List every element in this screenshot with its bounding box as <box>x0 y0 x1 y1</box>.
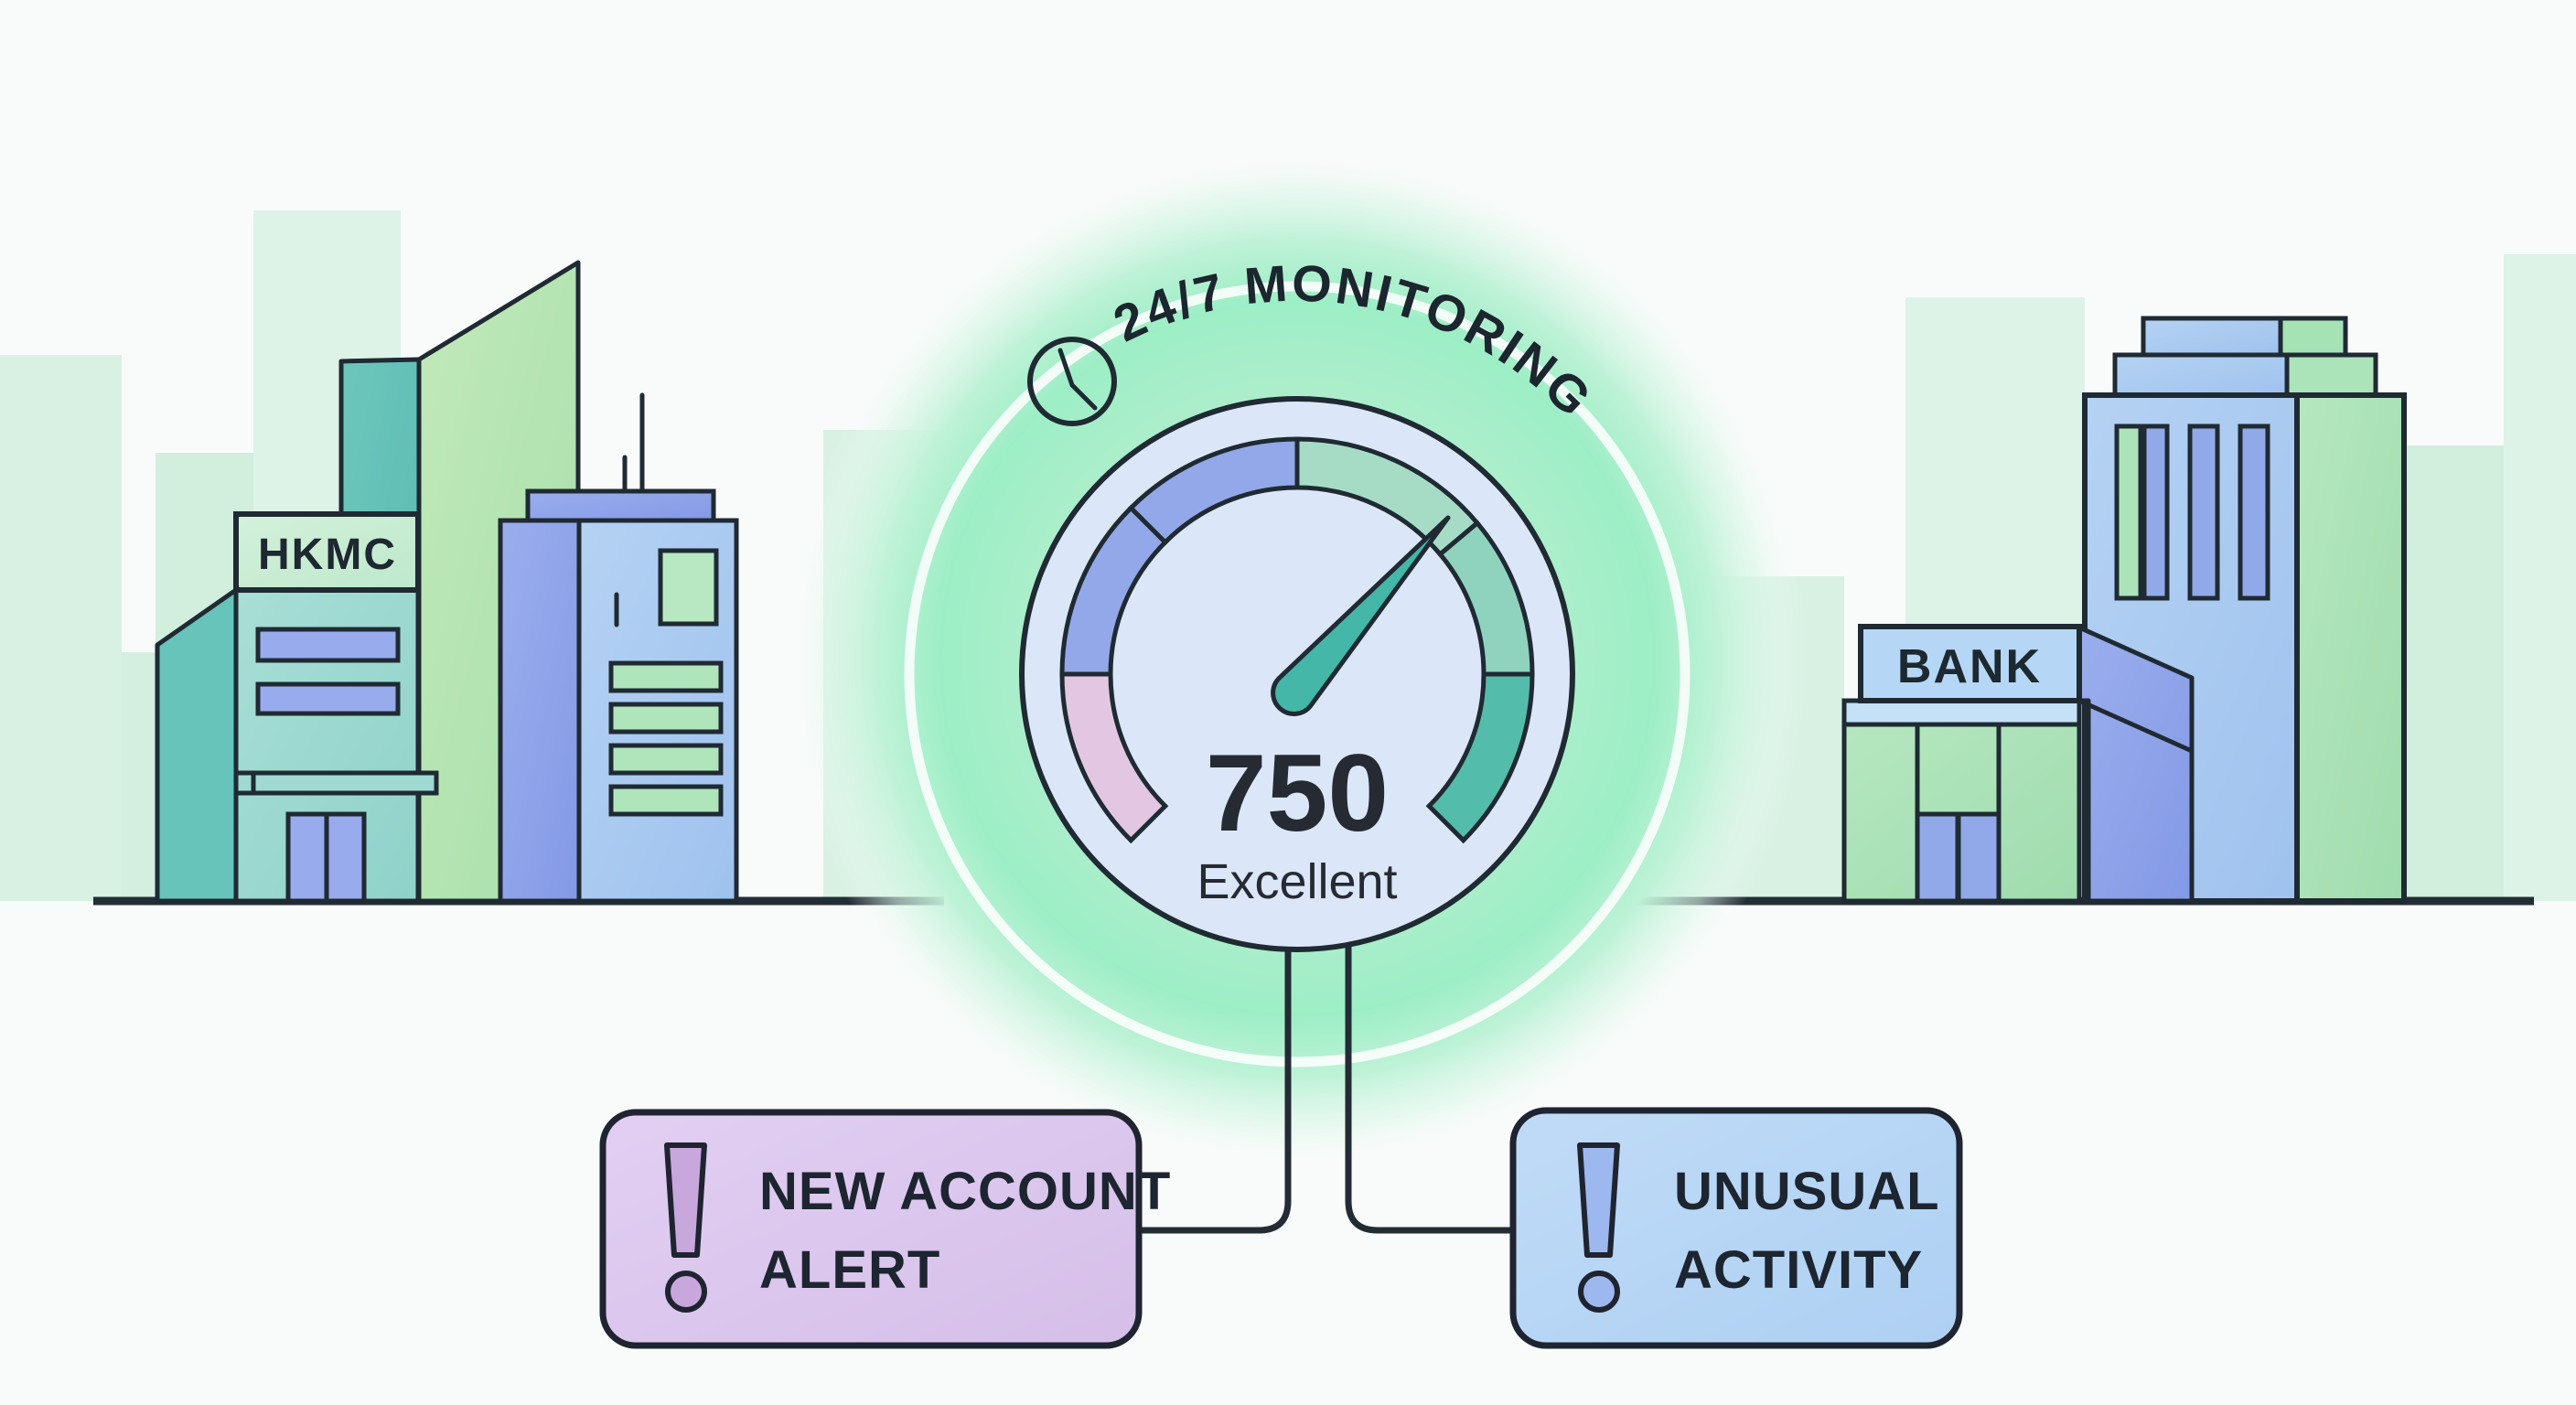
left-building-cluster: HKMC <box>155 260 739 904</box>
unusual-activity-alert-panel <box>1509 1107 1963 1349</box>
hkmc-building: HKMC <box>155 511 439 904</box>
alert-text-line2: ALERT <box>759 1240 940 1300</box>
hkmc-sign-label: HKMC <box>258 531 397 579</box>
tower-window-bar <box>608 660 724 693</box>
gauge-needle <box>1271 515 1451 716</box>
right-building-cluster: BANK <box>1841 316 2407 904</box>
blue-office-tower <box>498 392 739 904</box>
hkmc-window-bar <box>255 681 401 716</box>
exclamation-dot <box>1578 1271 1620 1313</box>
gauge-rating: Excellent <box>1197 854 1397 909</box>
connector-left <box>1139 938 1292 1234</box>
bank-branch-building: BANK <box>1841 624 2082 904</box>
connector-right <box>1345 938 1513 1234</box>
hkmc-window-bar <box>255 627 401 663</box>
tower-left-face <box>498 518 582 904</box>
new-account-alert-box: NEW ACCOUNT ALERT <box>599 1109 1171 1349</box>
clock-face <box>1027 337 1117 426</box>
hkmc-sign <box>233 511 421 593</box>
clock-hour-hand <box>1069 382 1098 411</box>
bank-awning-wing <box>2077 625 2195 904</box>
alert-text-line1: UNUSUAL <box>1674 1162 1940 1221</box>
tower-top-block-blue <box>2141 316 2283 358</box>
unusual-activity-alert-box: UNUSUAL ACTIVITY <box>1509 1107 1963 1349</box>
gauge-score: 750 <box>1206 732 1389 854</box>
tower-side-face <box>2294 392 2407 904</box>
skyline-block <box>122 652 156 901</box>
credit-score-gauge: 750 Excellent <box>1019 396 1575 952</box>
tower-mid-block-blue <box>2112 352 2290 398</box>
tower-top-block-green <box>2278 316 2348 358</box>
exclamation-dot <box>665 1271 707 1313</box>
bank-cornice <box>1841 698 2082 727</box>
alert-text-line1: NEW ACCOUNT <box>759 1162 1171 1221</box>
exclamation-icon <box>1577 1142 1620 1313</box>
bank-door <box>1956 811 2002 904</box>
tower-window-bar <box>608 784 724 817</box>
skyline-block <box>0 355 122 901</box>
gauge-segment-6 <box>1425 671 1535 844</box>
tower-window-bar <box>608 702 724 735</box>
tower-window-slot <box>2238 424 2270 601</box>
exclamation-bar <box>1577 1142 1620 1258</box>
alert-connectors <box>1139 938 1513 1234</box>
new-account-alert-panel <box>599 1109 1143 1349</box>
clock-icon <box>1027 337 1117 426</box>
bank-awning-edge <box>2077 698 2195 754</box>
skyline-block <box>2504 254 2576 901</box>
tower-window-slot <box>2141 424 2170 601</box>
exclamation-icon <box>664 1142 707 1313</box>
tower-window-slot <box>2114 424 2143 601</box>
tower-window-slot <box>2187 424 2220 601</box>
hkmc-side-wall <box>155 587 239 904</box>
bank-door <box>1915 811 1960 904</box>
exclamation-bar <box>664 1142 707 1258</box>
hkmc-ledge <box>233 770 439 796</box>
tower-window-bar <box>608 743 724 776</box>
clock-minute-hand <box>1057 348 1075 388</box>
bank-sign <box>1858 624 2082 703</box>
tower-mid-block-green <box>2284 352 2378 398</box>
bank-tower <box>2082 316 2407 904</box>
skyline-block <box>2404 445 2504 901</box>
gauge-glow-arc <box>904 281 1690 1067</box>
bank-sign-label: BANK <box>1897 640 2042 693</box>
tower-window-square <box>658 548 719 627</box>
tower-cap <box>525 488 716 523</box>
alert-text-line2: ACTIVITY <box>1674 1240 1923 1300</box>
